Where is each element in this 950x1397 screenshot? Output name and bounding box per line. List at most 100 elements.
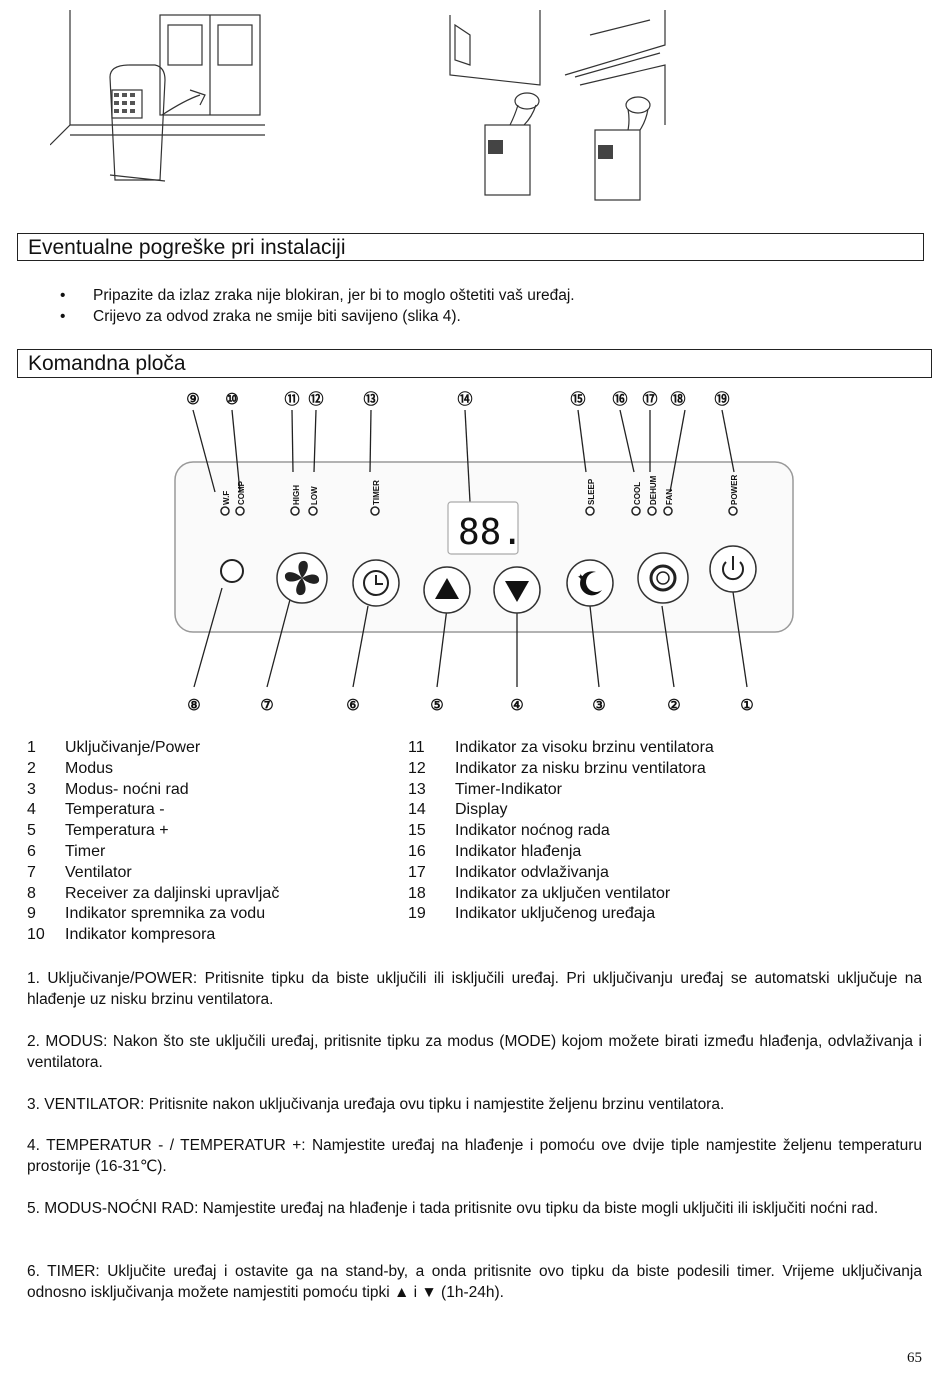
comp-label: COMP	[237, 480, 246, 505]
paragraph-timer: 6. TIMER: Uključite uređaj i ostavite ga…	[27, 1263, 922, 1301]
legend-text: Display	[455, 801, 508, 819]
temperature-plus-button[interactable]	[423, 566, 471, 614]
fan-indicator-led	[663, 506, 673, 516]
sleep-mode-button[interactable]: ✦	[566, 559, 614, 607]
callout-10: ⑩	[225, 391, 238, 408]
clock-icon	[363, 570, 389, 596]
comp-indicator-led	[235, 506, 245, 516]
legend-row: 6 Timer	[27, 842, 279, 863]
section-title-installation: Eventualne pogreške pri instalaciji	[28, 236, 346, 259]
legend-text: Indikator za nisku brzinu ventilatora	[455, 759, 706, 777]
power-indicator-led	[728, 506, 738, 516]
legend-text: Temperatura +	[65, 822, 169, 840]
cool-label: COOL	[633, 482, 642, 505]
callout-14: ⑭	[457, 390, 472, 408]
fan-button[interactable]	[276, 552, 328, 604]
legend-row: 12 Indikator za nisku brzinu ventilatora	[408, 759, 714, 780]
legend-row: 5 Temperatura +	[27, 821, 279, 842]
legend-num: 14	[408, 801, 426, 819]
display-digits: 88.	[458, 512, 523, 553]
moon-icon	[580, 571, 602, 596]
receiver-window	[220, 559, 244, 583]
callout-18: ⑱	[670, 390, 685, 408]
sleep-label: SLEEP	[587, 478, 596, 505]
timer-label: TIMER	[372, 480, 381, 505]
legend-row: 14 Display	[408, 800, 714, 821]
callout-6: ⑥	[346, 697, 359, 714]
legend-num: 6	[27, 842, 36, 860]
timer-button[interactable]	[352, 559, 400, 607]
low-label: LOW	[310, 486, 319, 505]
paragraph-mode: 2. MODUS: Nakon što ste uključili uređaj…	[27, 1033, 922, 1071]
wf-label: W.F	[222, 491, 231, 505]
legend-text: Timer	[65, 842, 106, 860]
legend-num: 8	[27, 884, 36, 902]
legend-num: 7	[27, 863, 36, 881]
triangle-up-icon	[435, 578, 459, 599]
legend-num: 16	[408, 842, 426, 860]
callout-13: ⑬	[363, 390, 378, 408]
section-heading-control-panel: Komandna ploča	[17, 349, 932, 378]
legend-text: Ventilator	[65, 863, 132, 881]
wf-indicator-led	[220, 506, 230, 516]
legend-num: 19	[408, 905, 426, 923]
legend-text: Uključivanje/Power	[65, 739, 201, 756]
power-button[interactable]	[709, 545, 757, 593]
power-label: POWER	[730, 475, 739, 505]
legend-text: Temperatura -	[65, 801, 165, 819]
power-icon	[722, 556, 744, 581]
legend-text: Receiver za daljinski upravljač	[65, 884, 280, 902]
high-label: HIGH	[292, 485, 301, 505]
star-icon: ✦	[577, 572, 585, 582]
callout-1: ①	[740, 697, 753, 714]
legend-text: Indikator kompresora	[65, 926, 216, 944]
legend-row: 1 Uključivanje/Power	[27, 738, 279, 759]
bullet-item: Crijevo za odvod zraka ne smije biti sav…	[60, 306, 575, 327]
triangle-down-icon	[505, 581, 529, 602]
legend-num: 9	[27, 905, 36, 923]
paragraph-fan: 3. VENTILATOR: Pritisnite nakon uključiv…	[27, 1096, 725, 1113]
legend-text: Indikator hlađenja	[455, 842, 582, 860]
dehum-label: DEHUM	[649, 475, 658, 505]
paragraph-sleep: 5. MODUS-NOĆNI RAD: Namjestite uređaj na…	[27, 1200, 879, 1217]
paragraph-temperature: 4. TEMPERATUR - / TEMPERATUR +: Namjesti…	[27, 1137, 922, 1175]
dehum-indicator-led	[647, 506, 657, 516]
legend-num: 1	[27, 739, 36, 756]
legend-row: 16 Indikator hlađenja	[408, 842, 714, 863]
callout-11: ⑪	[284, 390, 299, 408]
callout-8: ⑧	[187, 697, 200, 714]
legend-num: 5	[27, 822, 36, 840]
callout-2: ②	[667, 697, 680, 714]
legend-text: Indikator za visoku brzinu ventilatora	[455, 739, 714, 756]
legend-text: Indikator odvlaživanja	[455, 863, 609, 881]
mode-icon	[649, 564, 677, 592]
legend-row: 7 Ventilator	[27, 863, 279, 884]
callout-15: ⑮	[570, 390, 585, 408]
timer-indicator-led	[370, 506, 380, 516]
legend-row: 8 Receiver za daljinski upravljač	[27, 884, 279, 905]
installation-bullet-list: Pripazite da izlaz zraka nije blokiran, …	[60, 285, 575, 327]
temperature-minus-button[interactable]	[493, 566, 541, 614]
installation-illustration-right	[449, 10, 666, 201]
callout-12: ⑫	[308, 390, 323, 408]
callout-4: ④	[510, 697, 523, 714]
legend-text: Indikator uključenog uređaja	[455, 905, 656, 923]
legend-text: Indikator za uključen ventilator	[455, 884, 671, 902]
section-heading-installation: Eventualne pogreške pri instalaciji	[17, 233, 924, 261]
control-panel-diagram: W.F COMP HIGH LOW TIMER SLEEP COOL DEHUM…	[174, 390, 794, 714]
callout-19: ⑲	[714, 390, 729, 408]
legend-text: Modus- noćni rad	[65, 780, 189, 798]
mode-button[interactable]	[637, 552, 689, 604]
callout-16: ⑯	[612, 390, 627, 408]
legend-num: 15	[408, 822, 426, 840]
page-number: 65	[907, 1350, 922, 1366]
fan-label: FAN	[665, 489, 674, 505]
legend-num: 12	[408, 759, 426, 777]
legend-num: 13	[408, 780, 426, 798]
